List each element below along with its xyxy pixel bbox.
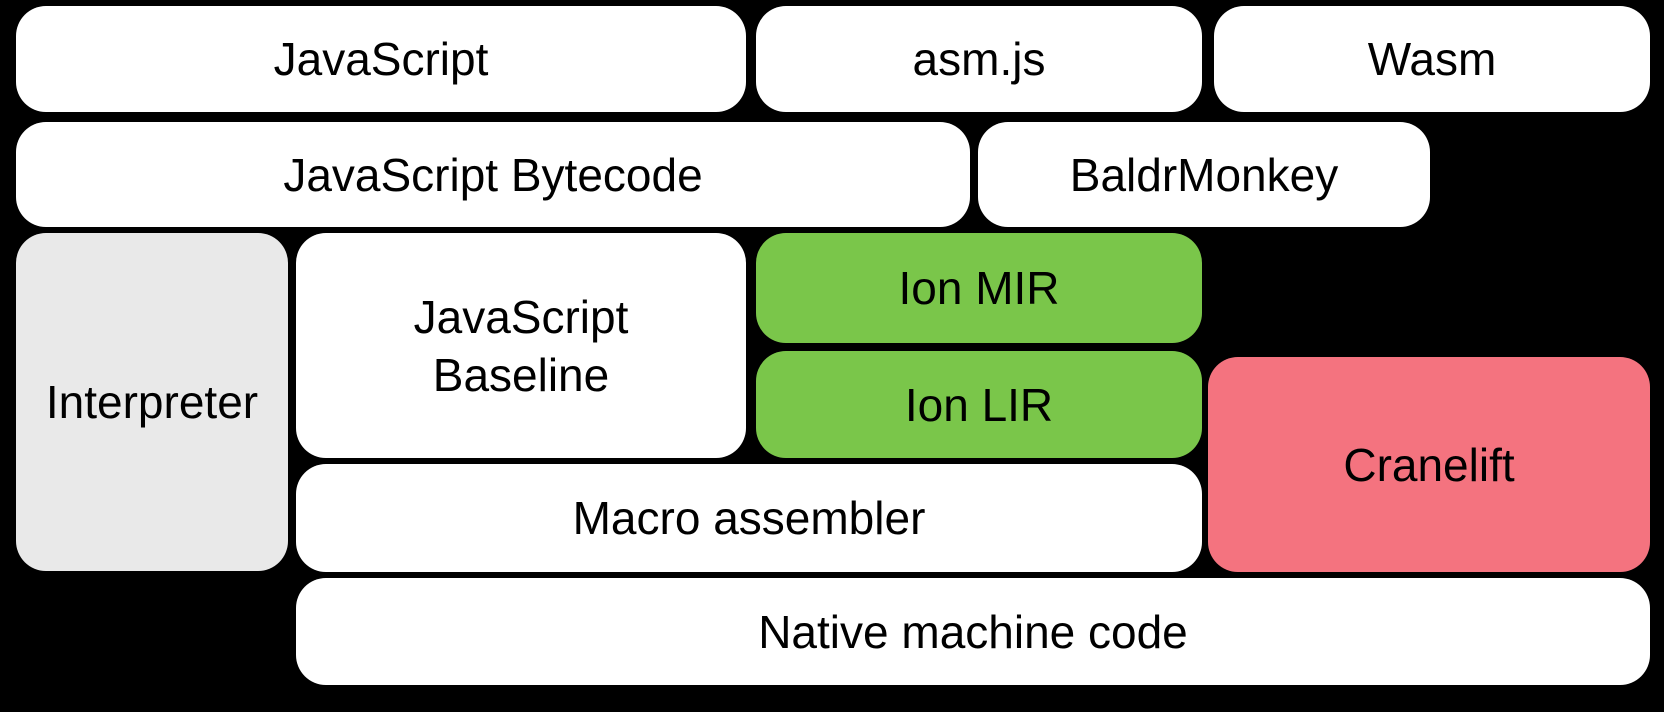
box-javascript-baseline: JavaScript Baseline (296, 233, 746, 458)
box-baldrmonkey: BaldrMonkey (978, 122, 1430, 227)
box-interpreter: Interpreter (16, 233, 288, 571)
box-ion-mir: Ion MIR (756, 233, 1202, 343)
box-asmjs-label: asm.js (912, 33, 1046, 85)
box-cranelift-label: Cranelift (1343, 438, 1515, 491)
box-javascript-baseline-label: JavaScript Baseline (413, 290, 629, 401)
box-ion-mir-label: Ion MIR (898, 262, 1060, 314)
box-native-machine-code-label: Native machine code (758, 605, 1188, 658)
box-native-machine-code: Native machine code (296, 578, 1650, 685)
box-asmjs: asm.js (756, 6, 1202, 112)
box-macro-assembler: Macro assembler (296, 464, 1202, 572)
box-cranelift: Cranelift (1208, 357, 1650, 572)
box-javascript-label: JavaScript (273, 33, 489, 85)
box-javascript-bytecode: JavaScript Bytecode (16, 122, 970, 227)
box-javascript: JavaScript (16, 6, 746, 112)
box-ion-lir-label: Ion LIR (904, 378, 1054, 431)
box-wasm: Wasm (1214, 6, 1650, 112)
box-javascript-bytecode-label: JavaScript Bytecode (283, 148, 703, 201)
box-macro-assembler-label: Macro assembler (572, 492, 926, 544)
box-ion-lir: Ion LIR (756, 351, 1202, 458)
box-wasm-label: Wasm (1367, 33, 1497, 85)
box-interpreter-label: Interpreter (45, 376, 259, 428)
box-baldrmonkey-label: BaldrMonkey (1069, 148, 1339, 201)
